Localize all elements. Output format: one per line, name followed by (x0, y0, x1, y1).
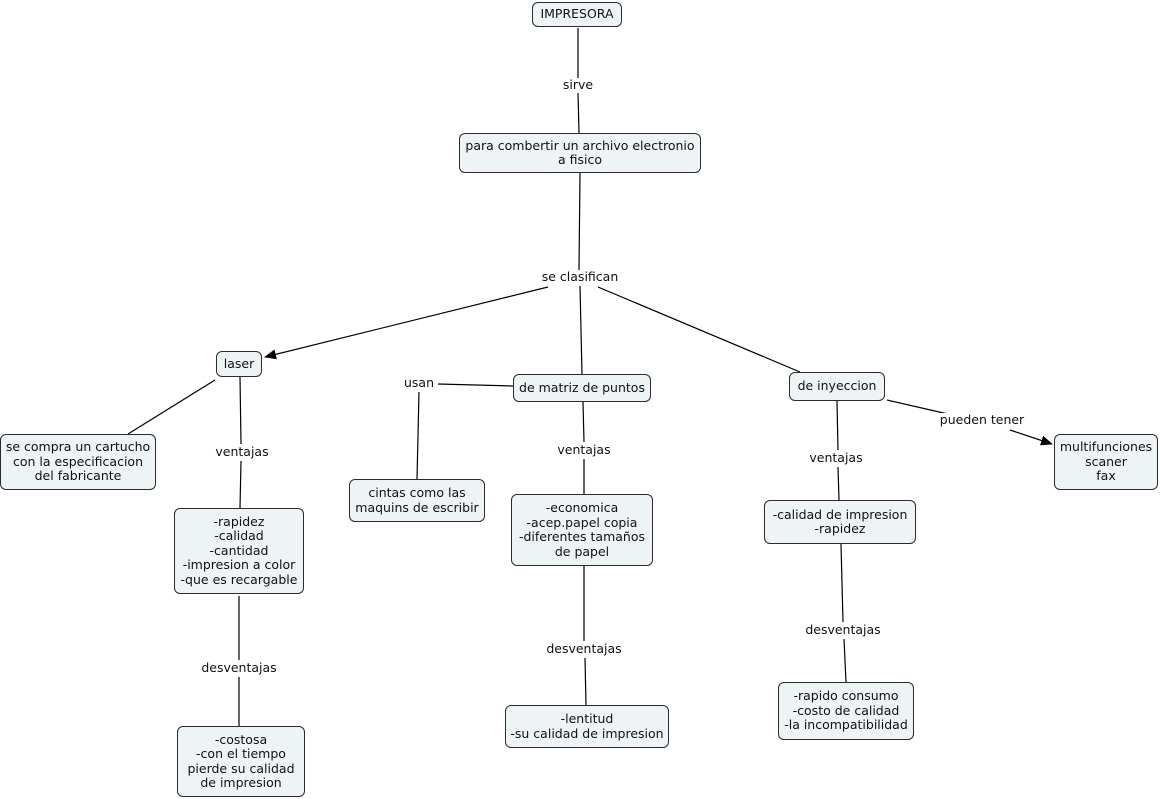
link-usan: usan (400, 376, 438, 390)
concept-laser[interactable]: laser (216, 351, 262, 377)
link-sirve: sirve (560, 78, 596, 92)
line-desventajas-matriz-box (584, 657, 587, 706)
link-desventajas-inyeccion: desventajas (802, 623, 884, 637)
link-desventajas-laser: desventajas (198, 661, 280, 675)
line-usan-cintas (416, 391, 420, 480)
concept-inyeccion-ventajas[interactable]: -calidad de impresion -rapidez (764, 500, 916, 544)
line-clasifican-inyeccion (597, 286, 801, 373)
link-se-clasifican: se clasifican (537, 270, 623, 284)
concept-laser-ventajas[interactable]: -rapidez -calidad -cantidad -impresion a… (174, 508, 304, 594)
concept-inyeccion-desventajas[interactable]: -rapido consumo -costo de calidad -la in… (778, 682, 914, 740)
line-laser-cartucho (127, 379, 216, 435)
link-pueden-tener: pueden tener (938, 412, 1026, 427)
link-ventajas-matriz: ventajas (554, 443, 614, 457)
line-sirve-proposito (577, 92, 580, 134)
link-desventajas-matriz: desventajas (543, 642, 625, 656)
concept-proposito[interactable]: para combertir un archivo electronio a f… (459, 133, 701, 173)
link-ventajas-inyeccion: ventajas (806, 451, 866, 465)
line-inyeccion-ventajas (836, 400, 839, 451)
concept-multifunciones[interactable]: multifunciones scaner fax (1054, 434, 1158, 490)
concept-matriz-de-puntos[interactable]: de matriz de puntos (513, 374, 651, 402)
concept-impresora[interactable]: IMPRESORA (532, 2, 622, 27)
line-proposito-clasifican (578, 172, 581, 271)
line-inyeccion-pueden (886, 399, 949, 415)
line-desventajas-inyeccion-box (843, 638, 847, 683)
line-inyeccionventajas-desventajas (840, 543, 844, 623)
link-ventajas-laser: ventajas (212, 445, 272, 459)
line-clasifican-matriz (579, 285, 583, 375)
line-laser-ventajas (239, 376, 242, 445)
concept-matriz-desventajas[interactable]: -lentitud -su calidad de impresion (505, 705, 669, 748)
concept-cintas[interactable]: cintas como las maquins de escribir (349, 479, 485, 522)
concept-matriz-ventajas[interactable]: -economica -acep.papel copia -diferentes… (511, 494, 653, 566)
line-ventajas-laser-box (239, 460, 242, 509)
line-clasifican-laser (264, 286, 549, 360)
line-matriz-ventajas (582, 401, 585, 443)
line-ventajas-inyeccion-box (837, 466, 840, 501)
concept-cartucho[interactable]: se compra un cartucho con la especificac… (0, 434, 156, 490)
concept-laser-desventajas[interactable]: -costosa -con el tiempo pierde su calida… (177, 726, 305, 797)
line-pueden-multifunciones (1009, 429, 1053, 446)
concept-inyeccion[interactable]: de inyeccion (789, 372, 885, 401)
line-matriz-usan (437, 383, 514, 387)
